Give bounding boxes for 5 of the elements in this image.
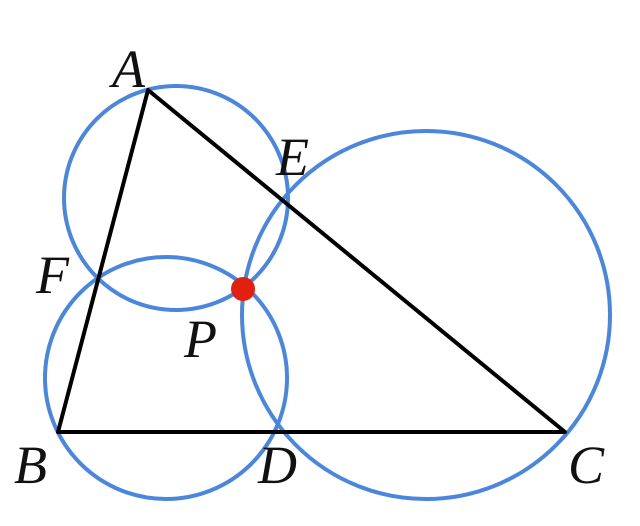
vertex-label: C [568, 438, 604, 492]
point-label: P [184, 312, 217, 366]
point-label: D [258, 438, 297, 492]
vertex-label: B [14, 438, 47, 492]
point-label: F [36, 248, 69, 302]
